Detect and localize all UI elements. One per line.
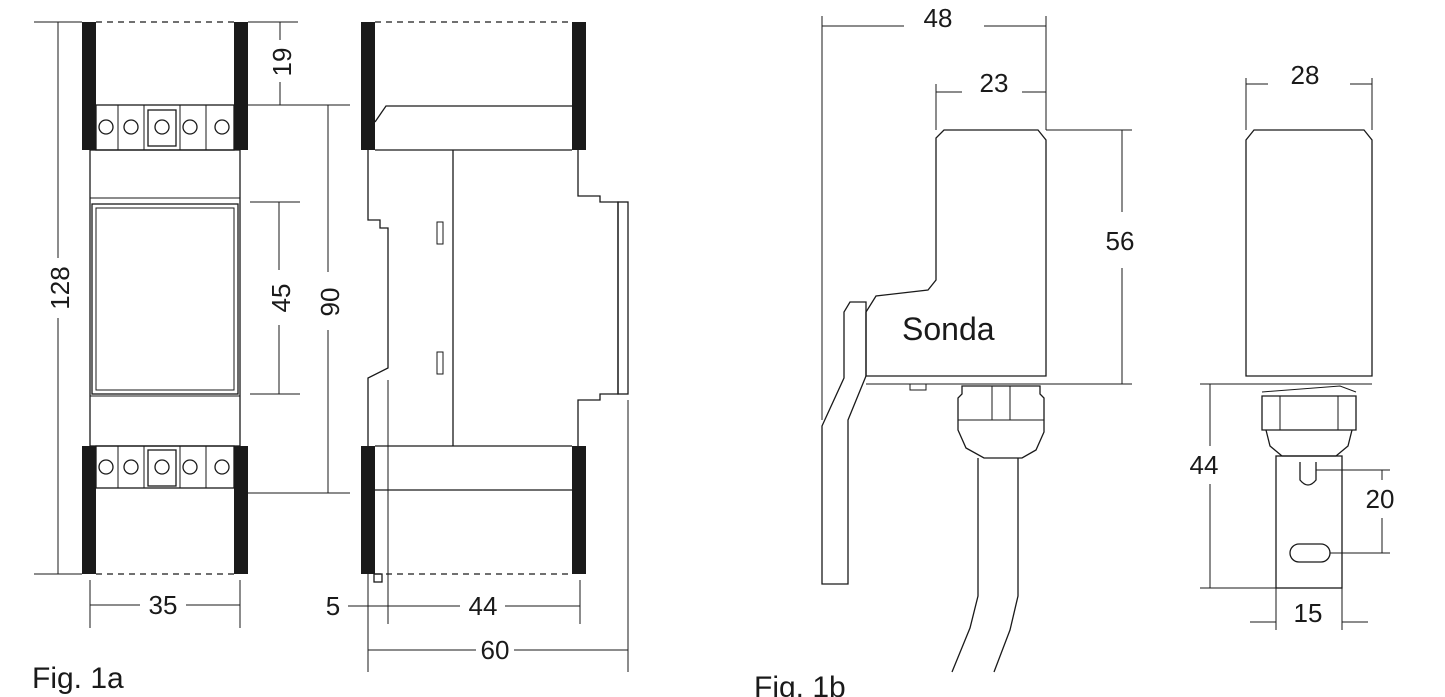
dim-19-label: 19 <box>267 48 297 77</box>
fig1a-caption: Fig. 1a <box>32 662 124 695</box>
dim-15-label: 15 <box>1294 598 1323 628</box>
dim-44b-label: 44 <box>1190 450 1219 480</box>
dim-60-label: 60 <box>481 635 510 665</box>
bottom-terminals <box>98 446 230 488</box>
dim-20-label: 20 <box>1366 484 1395 514</box>
dim-19: 19 <box>248 21 298 106</box>
dim-15: 15 <box>1250 588 1368 630</box>
dim-23-label: 23 <box>980 68 1009 98</box>
dim-23: 23 <box>935 68 1046 130</box>
dim-35: 35 <box>89 580 241 628</box>
dim-28: 28 <box>1245 60 1373 130</box>
fig1b-front-view <box>1245 129 1373 589</box>
dim-90-label: 90 <box>315 288 345 317</box>
dim-35-label: 35 <box>149 590 178 620</box>
sonda-label: Sonda <box>902 311 995 347</box>
dim-128: 128 <box>34 21 82 575</box>
dim-20: 20 <box>1316 469 1395 554</box>
dim-48: 48 <box>821 3 1047 420</box>
top-terminals <box>98 105 230 150</box>
dim-44b: 44 <box>1190 383 1276 589</box>
dim-48-label: 48 <box>924 3 953 33</box>
dim-90: 90 <box>248 104 350 494</box>
fig1a-side-view <box>361 21 629 583</box>
dim-44-label: 44 <box>469 591 498 621</box>
fig1a-front-view <box>82 21 248 575</box>
dim-56-label: 56 <box>1106 226 1135 256</box>
dim-28-label: 28 <box>1291 60 1320 90</box>
dim-56: 56 <box>1046 129 1135 385</box>
dim-128-label: 128 <box>45 266 75 309</box>
dim-45: 45 <box>250 201 300 395</box>
fig1b-side-view <box>821 129 1047 673</box>
dim-45-label: 45 <box>266 284 296 313</box>
dim-side-widths: 5 44 60 <box>326 380 629 672</box>
dim-5-label: 5 <box>326 591 340 621</box>
fig1b-caption: Fig. 1b <box>754 671 846 697</box>
